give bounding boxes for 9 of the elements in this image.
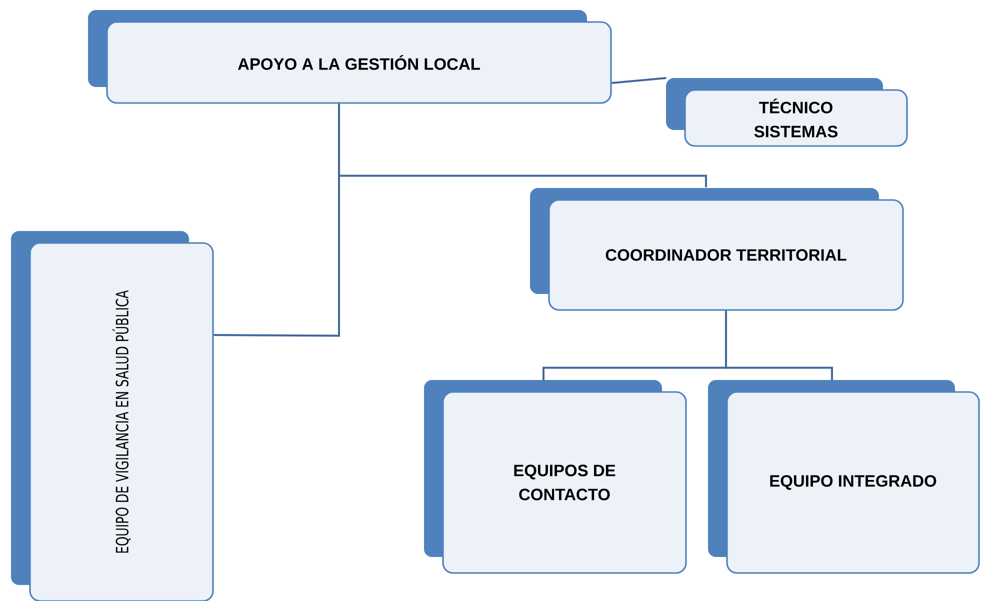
org-box: EQUIPOS DE CONTACTO bbox=[424, 380, 687, 574]
connector-line bbox=[214, 104, 340, 337]
org-box: EQUIPO DE VIGILANCIA EN SALUD PÚBLICA bbox=[11, 231, 214, 601]
org-box: TÉCNICO SISTEMAS bbox=[666, 78, 908, 147]
org-box: EQUIPO INTEGRADO bbox=[708, 380, 980, 574]
connector-line bbox=[725, 310, 833, 380]
connector-line bbox=[612, 77, 666, 84]
org-box: COORDINADOR TERRITORIAL bbox=[530, 188, 904, 311]
org-box: APOYO A LA GESTIÓN LOCAL bbox=[88, 10, 612, 104]
